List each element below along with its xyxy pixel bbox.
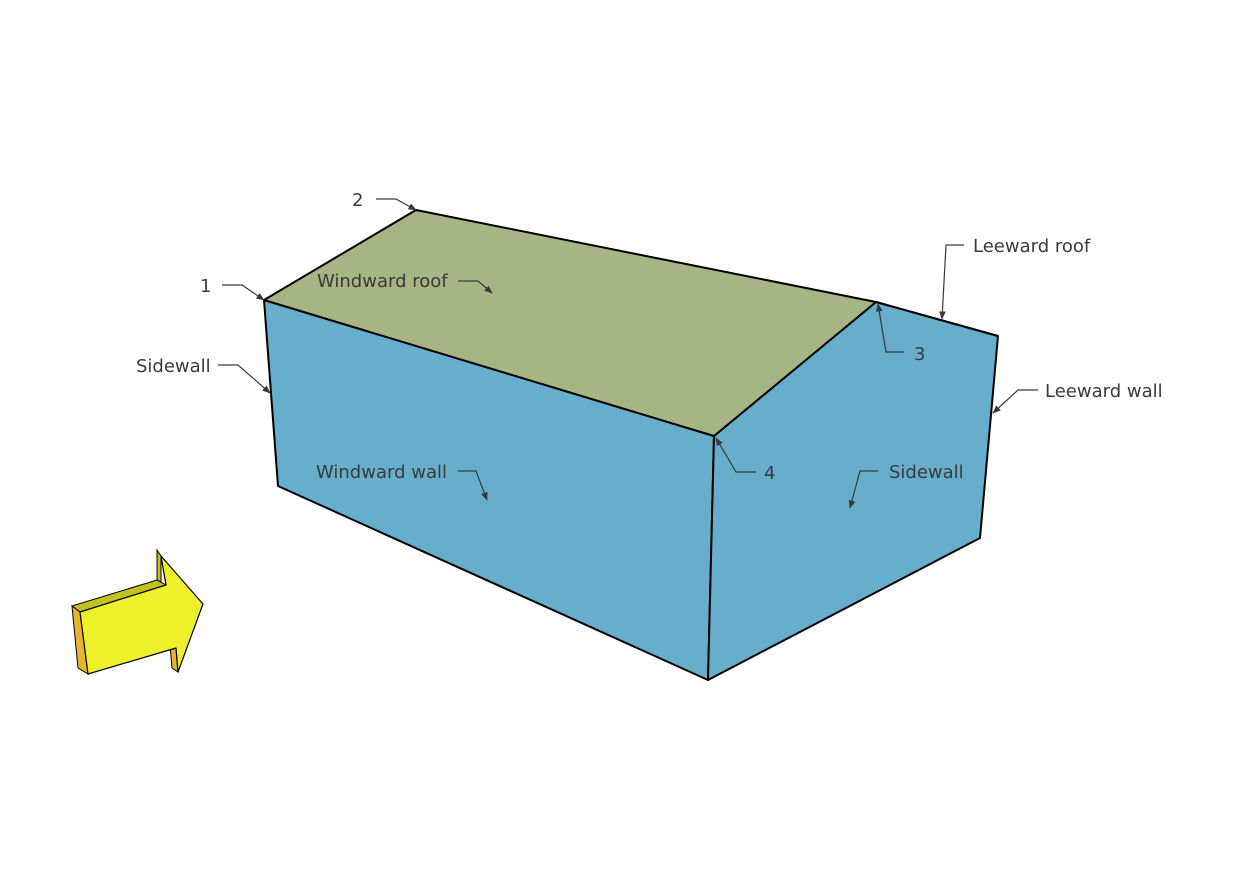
arrow-front-face (79, 555, 204, 675)
labels: 2 1 Sidewall Windward roof Leeward roof … (136, 190, 1163, 484)
label-sidewall-right: Sidewall (889, 462, 964, 483)
leader-leeward-wall (992, 389, 1038, 414)
arrow-top-side-head (156, 548, 162, 583)
leeward-roof-edge (875, 301, 999, 337)
leader-corner-3 (875, 303, 904, 353)
leader-corner-1 (222, 284, 265, 301)
label-windward-wall: Windward wall (316, 462, 447, 483)
label-corner-4: 4 (764, 463, 775, 484)
label-sidewall-left: Sidewall (136, 356, 211, 377)
label-corner-3: 3 (914, 344, 925, 365)
label-corner-1: 1 (200, 276, 211, 297)
label-leeward-wall: Leeward wall (1045, 381, 1163, 402)
label-windward-roof: Windward roof (317, 271, 448, 292)
leader-windward-wall (458, 470, 488, 501)
leader-windward-roof (458, 280, 493, 294)
leader-lines (218, 198, 1038, 509)
label-leeward-roof: Leeward roof (973, 236, 1091, 257)
leader-sidewall-right (848, 470, 878, 509)
leader-sidewall-left (218, 364, 271, 394)
building (263, 209, 999, 681)
leader-leeward-roof (939, 244, 964, 320)
leader-corner-4 (715, 437, 756, 473)
leader-corner-2 (376, 198, 417, 211)
label-corner-2: 2 (352, 190, 363, 211)
wind-direction-arrow-icon (70, 548, 204, 675)
